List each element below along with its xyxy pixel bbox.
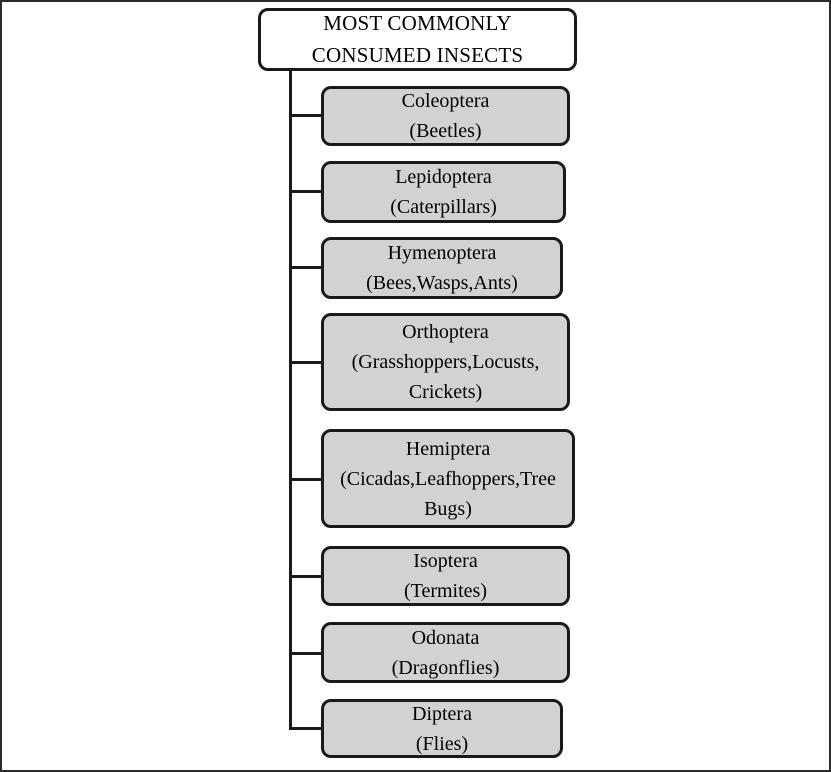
connector-stub-orthoptera [289, 361, 322, 364]
node-hemiptera-line-1: Hemiptera [405, 437, 491, 460]
node-order-orthoptera[interactable]: Orthoptera (Grasshoppers,Locusts, Cricke… [321, 313, 570, 411]
node-order-hymenoptera[interactable]: Hymenoptera (Bees,Wasps,Ants) [321, 237, 563, 299]
node-isoptera-line-2: (Termites) [403, 580, 487, 602]
root-node-most-commonly-consumed-insects[interactable]: MOST COMMONLY CONSUMED INSECTS [258, 8, 577, 71]
node-diptera-line-1: Diptera [412, 702, 472, 725]
connector-stub-hymenoptera [289, 266, 322, 269]
node-order-odonata[interactable]: Odonata (Dragonflies) [321, 622, 570, 683]
trunk-connector-line [289, 71, 292, 730]
root-title-line-1: MOST COMMONLY [323, 11, 512, 35]
node-lepidoptera-line-1: Lepidoptera [395, 166, 492, 188]
connector-stub-diptera [289, 727, 322, 730]
node-orthoptera-line-1: Orthoptera [402, 321, 489, 343]
connector-stub-isoptera [289, 575, 322, 578]
node-hemiptera-line-2: (Cicadas,Leafhoppers,Tree [340, 467, 556, 490]
connector-stub-hemiptera [289, 478, 322, 481]
node-odonata-line-2: (Dragonflies) [391, 656, 500, 679]
node-order-diptera[interactable]: Diptera (Flies) [321, 699, 563, 758]
node-hymenoptera-line-2: (Bees,Wasps,Ants) [366, 272, 518, 294]
node-orthoptera-line-3: Crickets) [408, 381, 483, 403]
node-odonata-line-1: Odonata [411, 626, 480, 649]
node-lepidoptera-line-2: (Caterpillars) [390, 196, 497, 218]
connector-stub-coleoptera [289, 114, 322, 117]
node-order-lepidoptera[interactable]: Lepidoptera (Caterpillars) [321, 161, 566, 223]
connector-stub-lepidoptera [289, 190, 322, 193]
node-order-isoptera[interactable]: Isoptera (Termites) [321, 546, 570, 606]
node-hymenoptera-line-1: Hymenoptera [387, 242, 497, 264]
node-hemiptera-line-3: Bugs) [424, 497, 472, 520]
node-order-hemiptera[interactable]: Hemiptera (Cicadas,Leafhoppers,Tree Bugs… [321, 429, 575, 528]
node-coleoptera-line-2: (Beetles) [409, 120, 482, 142]
node-order-coleoptera[interactable]: Coleoptera (Beetles) [321, 86, 570, 146]
node-diptera-line-2: (Flies) [415, 732, 469, 755]
root-title-line-2: CONSUMED INSECTS [311, 42, 524, 67]
node-isoptera-line-1: Isoptera [413, 550, 478, 572]
connector-stub-odonata [289, 652, 322, 655]
node-orthoptera-line-2: (Grasshoppers,Locusts, [351, 351, 540, 373]
node-coleoptera-line-1: Coleoptera [401, 90, 490, 112]
